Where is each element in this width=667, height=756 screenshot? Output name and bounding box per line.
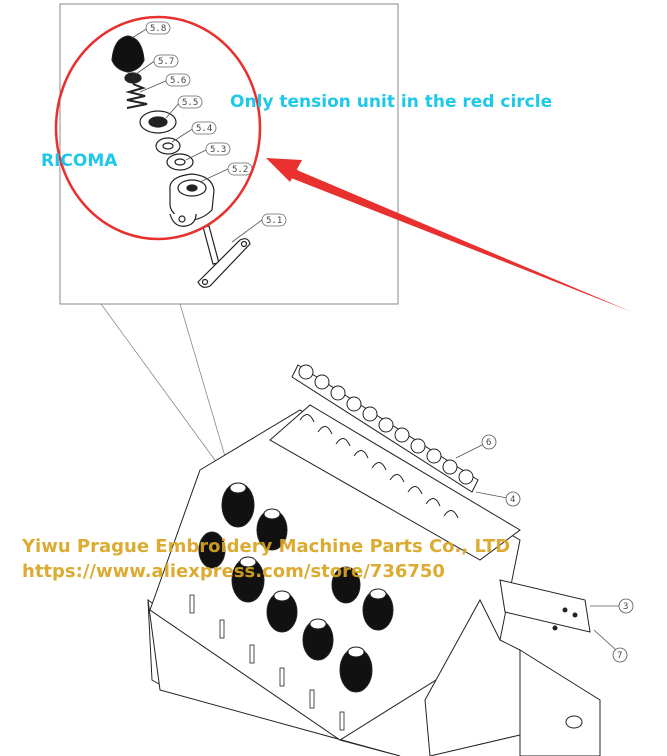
callout-3-bubble [618, 598, 634, 614]
callout-6: 6 [486, 438, 491, 448]
detail-label-pills [145, 21, 287, 227]
tension-unit-exploded [111, 35, 251, 288]
thread-guide-rail [291, 364, 479, 493]
callout-4: 4 [510, 495, 515, 505]
brand-label: RICOMA [41, 151, 118, 171]
leader-line-right [179, 303, 233, 481]
leader-line-left [100, 303, 229, 479]
part-label-5-5: 5.5 [182, 98, 198, 108]
callout-7: 7 [617, 651, 622, 661]
assembly-callout-texts: 6 4 3 7 [486, 438, 628, 661]
annotation-note: Only tension unit in the red circle [230, 92, 553, 112]
detail-part-labels [131, 27, 263, 243]
assembly-callouts [455, 434, 634, 663]
part-label-5-8: 5.8 [150, 24, 166, 34]
part-label-5-1: 5.1 [266, 216, 282, 226]
part-label-5-7: 5.7 [158, 57, 174, 67]
watermark-url: https://www.aliexpress.com/store/736750 [22, 561, 445, 582]
part-label-5-6: 5.6 [170, 76, 186, 86]
highlight-circle [54, 15, 262, 241]
callout-7-bubble [612, 647, 628, 663]
callout-6-bubble [481, 434, 497, 450]
callout-3: 3 [623, 602, 628, 612]
watermark-company: Yiwu Prague Embroidery Machine Parts Co.… [22, 536, 511, 557]
detail-label-texts: 5.8 5.7 5.6 5.5 5.4 5.3 5.2 5.1 [150, 24, 282, 226]
highlight-arrow [266, 158, 632, 312]
part-label-5-4: 5.4 [196, 124, 212, 134]
callout-4-bubble [505, 491, 521, 507]
thread-guide-hooks [299, 414, 459, 519]
part-label-5-2: 5.2 [232, 165, 248, 175]
part-label-5-3: 5.3 [210, 145, 226, 155]
tension-units-installed [189, 482, 394, 731]
